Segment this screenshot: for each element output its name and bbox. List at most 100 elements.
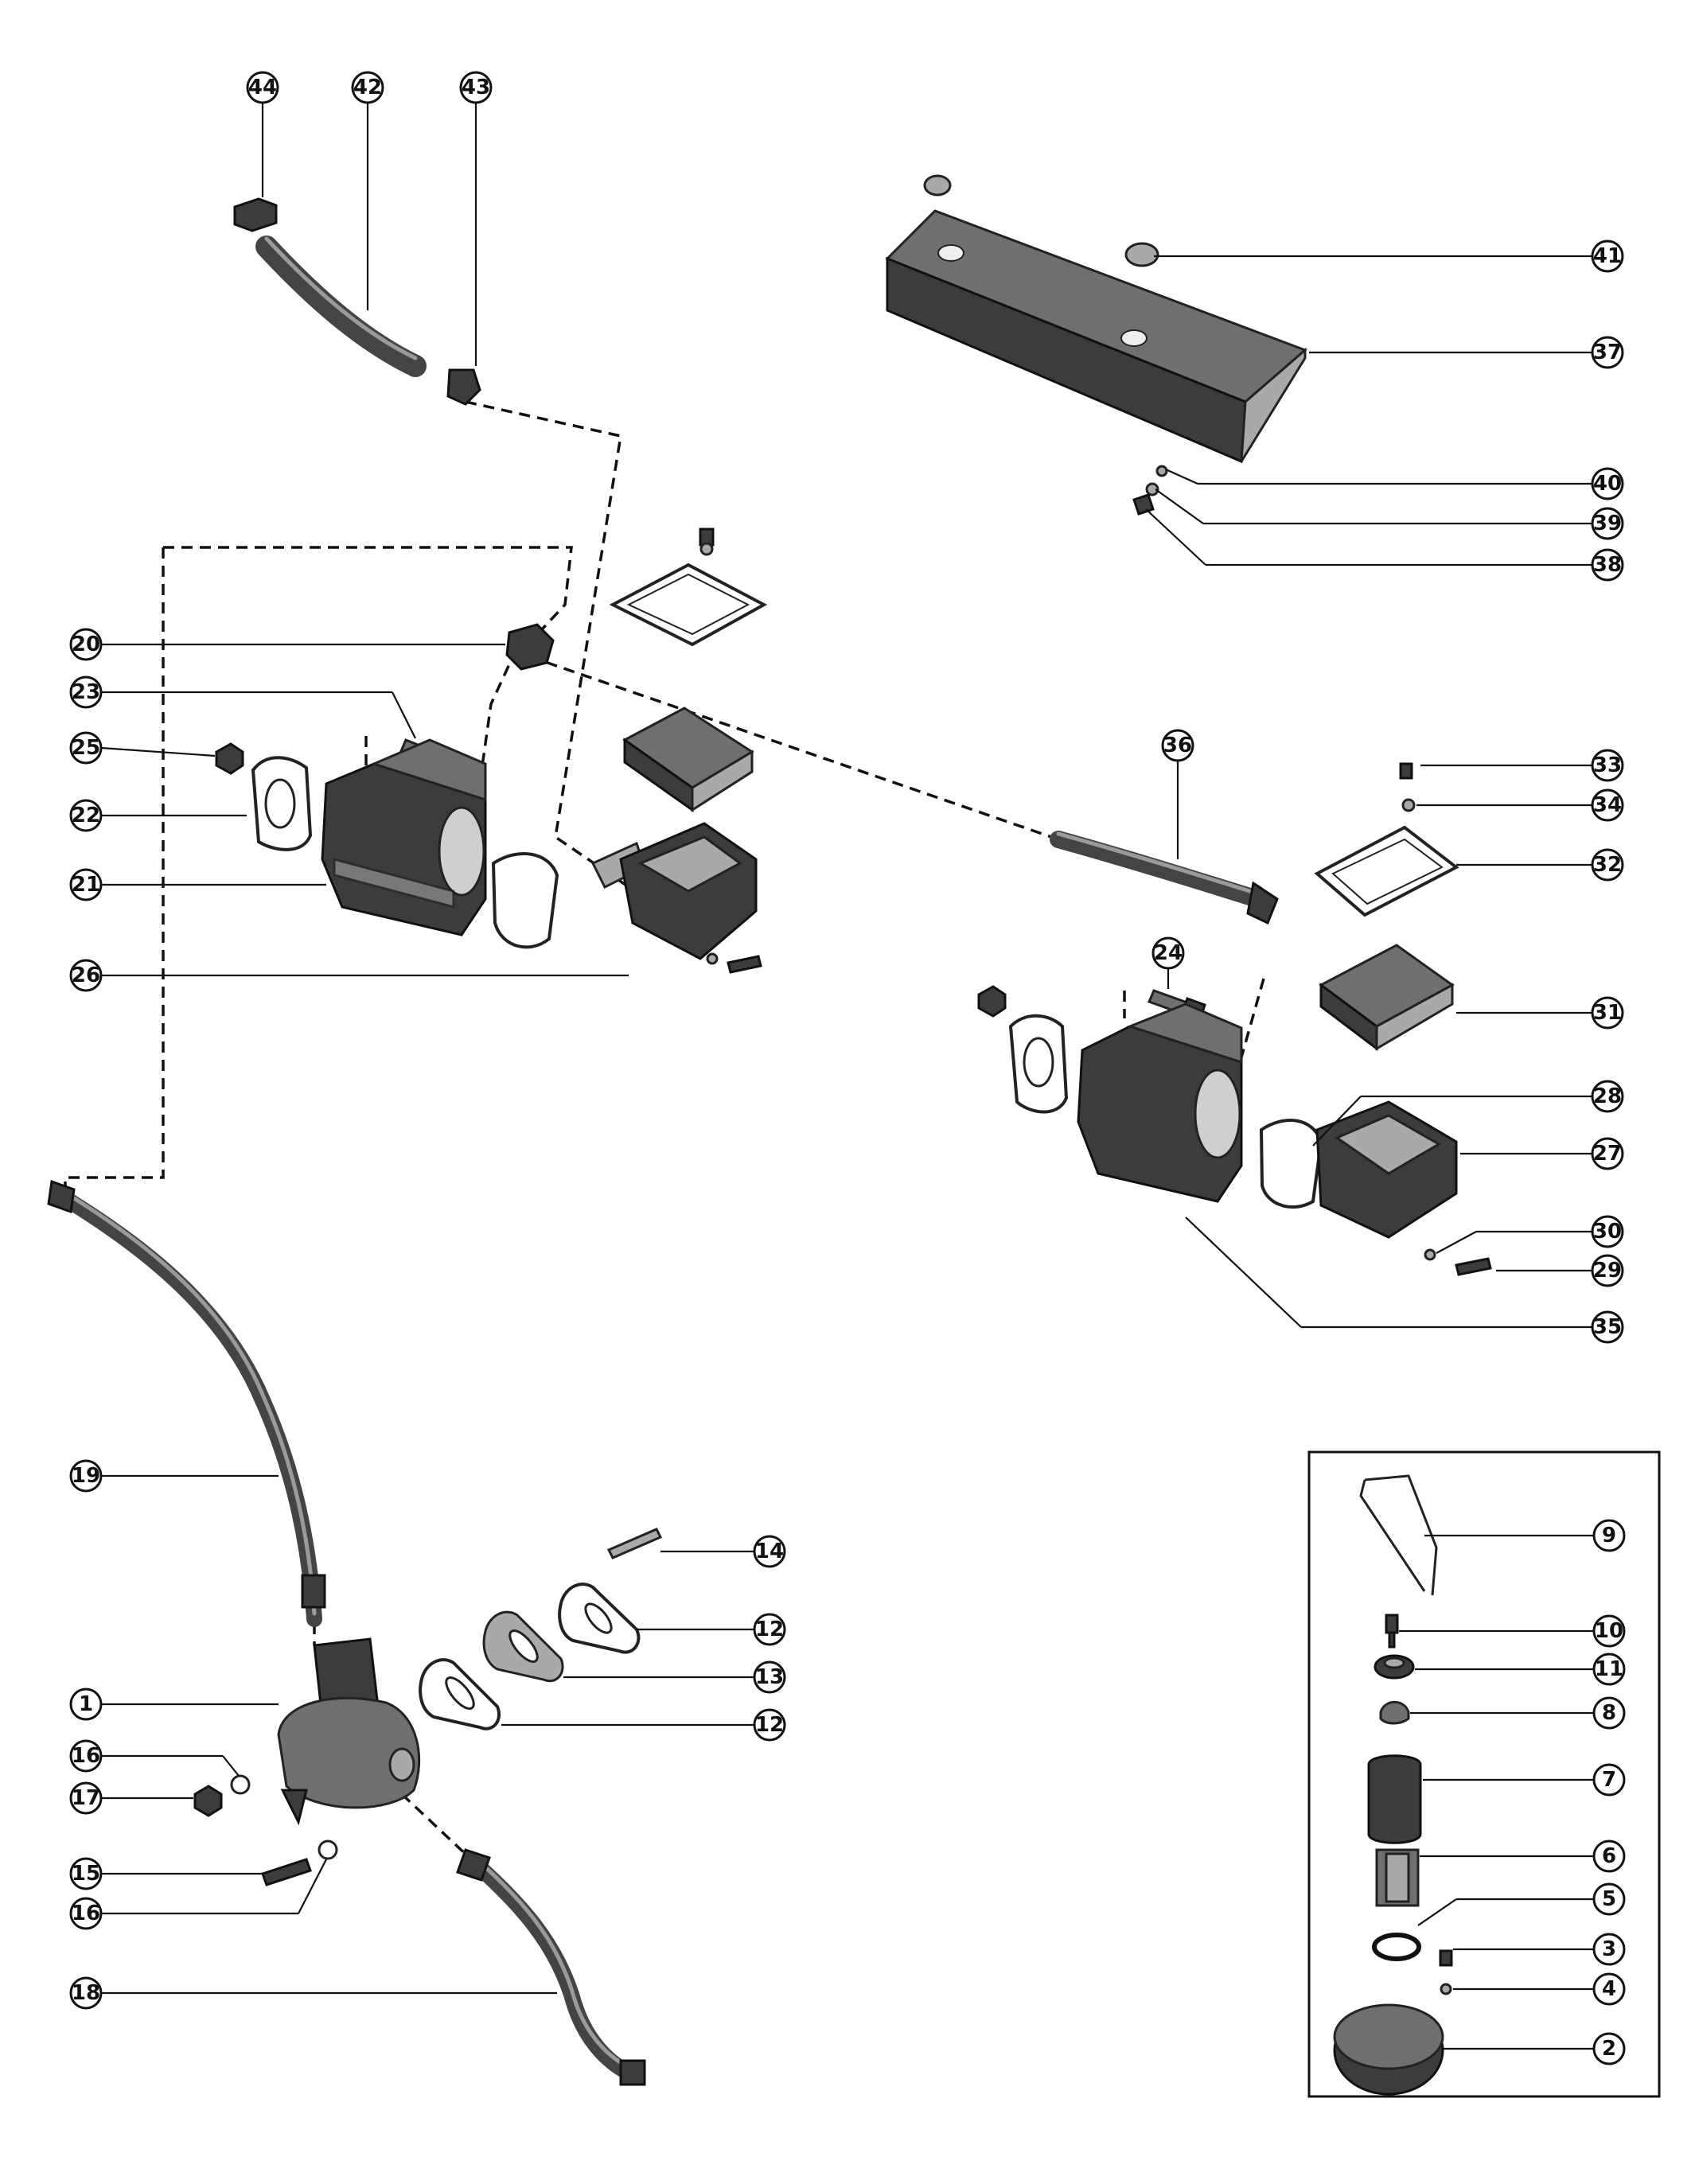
svg-text:13: 13 [755, 1665, 784, 1689]
callout-33: 33 [1591, 749, 1624, 782]
svg-text:15: 15 [72, 1862, 100, 1886]
callout-20: 20 [69, 628, 103, 661]
part-43-fitting [446, 368, 481, 406]
svg-text:42: 42 [353, 76, 382, 99]
part-upper-left-filter [622, 707, 754, 812]
svg-text:25: 25 [72, 736, 100, 760]
svg-text:30: 30 [1593, 1220, 1622, 1244]
svg-text:9: 9 [1602, 1524, 1616, 1547]
callout-22: 22 [69, 799, 103, 832]
part-25-nut [215, 742, 244, 775]
callout-23: 23 [69, 675, 103, 709]
part-gasket-upper-left [491, 852, 559, 949]
svg-text:40: 40 [1593, 472, 1622, 496]
callout-27: 27 [1591, 1137, 1624, 1170]
part-upper-left-plate [609, 563, 768, 647]
leader-lines [100, 99, 1594, 2050]
part-upper-left-screw [699, 528, 715, 556]
callout-43: 43 [459, 71, 493, 104]
part-18-fuel-hose [456, 1848, 646, 2086]
callout-5: 5 [1592, 1882, 1626, 1916]
callout-8: 8 [1592, 1696, 1626, 1730]
part-37-cover [885, 209, 1307, 464]
callout-37: 37 [1591, 336, 1624, 369]
part-3-screw [1439, 1949, 1453, 1967]
svg-text:20: 20 [72, 633, 100, 656]
svg-text:26: 26 [72, 964, 100, 987]
svg-text:1: 1 [79, 1692, 93, 1716]
callout-36: 36 [1161, 729, 1194, 762]
svg-text:31: 31 [1593, 1001, 1622, 1025]
callout-10: 10 [1592, 1614, 1626, 1648]
svg-text:41: 41 [1593, 244, 1622, 268]
part-27-air-silencer [1315, 1100, 1458, 1239]
callout-30: 30 [1591, 1215, 1624, 1248]
callout-25: 25 [69, 731, 103, 765]
svg-text:16: 16 [72, 1902, 100, 1925]
callout-28: 28 [1591, 1080, 1624, 1113]
callouts: 44 42 43 41 37 40 39 38 20 23 25 22 21 2… [69, 71, 1626, 2065]
callout-42: 42 [351, 71, 384, 104]
callout-38: 38 [1591, 548, 1624, 582]
callout-29: 29 [1591, 1254, 1624, 1287]
svg-text:6: 6 [1602, 1844, 1616, 1868]
part-41-grommet [923, 174, 1159, 267]
part-17-nut [193, 1785, 223, 1817]
svg-text:14: 14 [755, 1540, 784, 1563]
svg-text:19: 19 [72, 1464, 100, 1488]
callout-44: 44 [246, 71, 279, 104]
svg-text:11: 11 [1595, 1657, 1623, 1681]
svg-text:22: 22 [72, 804, 100, 827]
svg-text:12: 12 [755, 1713, 784, 1737]
part-1-fuel-pump [277, 1637, 420, 1826]
callout-3: 3 [1592, 1933, 1626, 1966]
svg-text:3: 3 [1602, 1937, 1616, 1961]
part-16-washer-upper [230, 1774, 251, 1795]
callout-6: 6 [1592, 1839, 1626, 1873]
part-11-cap [1374, 1654, 1415, 1680]
part-13-gasket [482, 1610, 564, 1683]
svg-text:37: 37 [1593, 341, 1622, 364]
part-2-filter-base [1333, 2003, 1444, 2096]
svg-text:8: 8 [1602, 1701, 1616, 1725]
callout-11: 11 [1592, 1653, 1626, 1686]
callout-15: 15 [69, 1857, 103, 1890]
callout-34: 34 [1591, 788, 1624, 822]
part-29-screw [1455, 1257, 1492, 1276]
svg-text:5: 5 [1602, 1887, 1616, 1911]
part-20-t-fitting [505, 623, 555, 671]
part-33-screw [1399, 762, 1413, 780]
callout-7: 7 [1592, 1763, 1626, 1797]
svg-text:43: 43 [462, 76, 490, 99]
svg-text:16: 16 [72, 1744, 100, 1768]
svg-text:17: 17 [72, 1786, 100, 1810]
callout-35: 35 [1591, 1310, 1624, 1344]
callout-13: 13 [753, 1660, 786, 1694]
part-36-fuel-hose [1050, 831, 1279, 925]
callout-9: 9 [1592, 1519, 1626, 1552]
svg-text:29: 29 [1593, 1259, 1622, 1283]
part-32-gasket [1314, 825, 1459, 917]
part-26-screw-washer [706, 952, 762, 974]
svg-text:23: 23 [72, 680, 100, 704]
part-right-nut [977, 985, 1007, 1018]
part-9-bail-wire [1359, 1474, 1438, 1596]
part-15-screw [261, 1858, 312, 1886]
callout-16-lower: 16 [69, 1897, 103, 1930]
callout-18: 18 [69, 1976, 103, 2010]
filter-kit-inset [1307, 1450, 1661, 2098]
svg-text:2: 2 [1602, 2037, 1616, 2061]
svg-text:38: 38 [1593, 553, 1622, 577]
callout-17: 17 [69, 1781, 103, 1815]
callout-40: 40 [1591, 467, 1624, 500]
svg-text:12: 12 [755, 1618, 784, 1641]
svg-text:39: 39 [1593, 512, 1622, 535]
callout-41: 41 [1591, 239, 1624, 273]
callout-31: 31 [1591, 996, 1624, 1030]
part-42-vent-hose [255, 236, 427, 377]
part-31-filter [1319, 944, 1455, 1052]
part-right-gasket [1008, 1014, 1069, 1114]
callout-24: 24 [1151, 936, 1185, 970]
svg-text:10: 10 [1595, 1619, 1623, 1643]
